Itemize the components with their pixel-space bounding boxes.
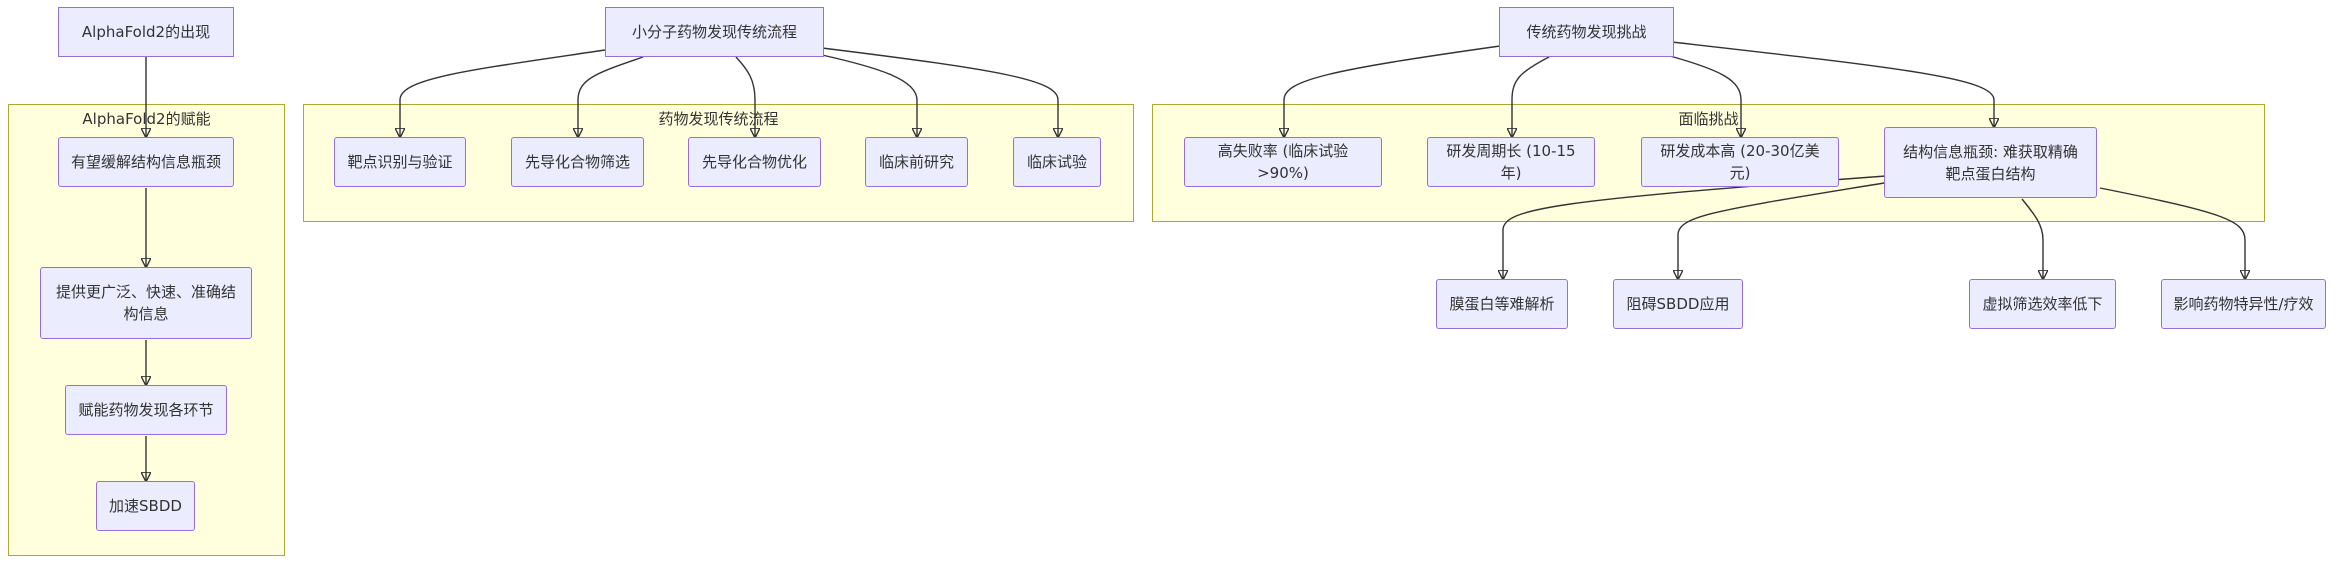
edge-flow-to-target <box>400 49 606 137</box>
node-low-vs-efficiency[interactable]: 虚拟筛选效率低下 <box>1969 279 2116 329</box>
node-empower-steps[interactable]: 赋能药物发现各环节 <box>65 385 227 435</box>
edge-flow-to-clinical <box>821 47 1058 137</box>
node-lead-optimization[interactable]: 先导化合物优化 <box>688 137 821 187</box>
edge-bottleneck-to-sbdd <box>1678 181 1891 279</box>
edge-challenges-to-failure <box>1284 45 1501 137</box>
node-long-cycle[interactable]: 研发周期长 (10-15年) <box>1427 137 1595 187</box>
edge-challenges-to-cost <box>1669 55 1741 137</box>
edge-bottleneck-to-vs <box>2021 198 2043 279</box>
edge-challenges-to-cycle <box>1512 56 1550 137</box>
node-traditional-flow[interactable]: 小分子药物发现传统流程 <box>605 7 824 57</box>
node-relieve-bottleneck[interactable]: 有望缓解结构信息瓶颈 <box>58 137 234 187</box>
node-structure-bottleneck[interactable]: 结构信息瓶颈: 难获取精确靶点蛋白结构 <box>1884 127 2097 198</box>
node-hinder-sbdd[interactable]: 阻碍SBDD应用 <box>1613 279 1743 329</box>
edge-flow-to-preclinical <box>821 54 917 137</box>
edge-flow-to-screening <box>578 56 644 137</box>
node-membrane-protein[interactable]: 膜蛋白等难解析 <box>1436 279 1568 329</box>
node-traditional-challenges[interactable]: 传统药物发现挑战 <box>1499 7 1674 57</box>
edge-flow-to-optimization <box>735 56 755 137</box>
edge-challenges-to-bottleneck <box>1671 41 1994 127</box>
node-provide-info[interactable]: 提供更广泛、快速、准确结构信息 <box>40 267 252 339</box>
node-lead-screening[interactable]: 先导化合物筛选 <box>511 137 644 187</box>
cluster-label-flow: 药物发现传统流程 <box>658 110 779 128</box>
node-alphafold-emergence[interactable]: AlphaFold2的出现 <box>58 7 234 57</box>
node-accelerate-sbdd[interactable]: 加速SBDD <box>96 481 195 531</box>
node-affect-specificity[interactable]: 影响药物特异性/疗效 <box>2161 279 2326 329</box>
node-high-failure-rate[interactable]: 高失败率 (临床试验>90%) <box>1184 137 1382 187</box>
edge-bottleneck-to-specificity <box>2099 187 2245 279</box>
node-preclinical[interactable]: 临床前研究 <box>865 137 968 187</box>
node-high-cost[interactable]: 研发成本高 (20-30亿美元) <box>1641 137 1839 187</box>
node-clinical[interactable]: 临床试验 <box>1013 137 1101 187</box>
cluster-label-challenges: 面临挑战 <box>1678 110 1739 128</box>
node-target-identification[interactable]: 靶点识别与验证 <box>334 137 466 187</box>
